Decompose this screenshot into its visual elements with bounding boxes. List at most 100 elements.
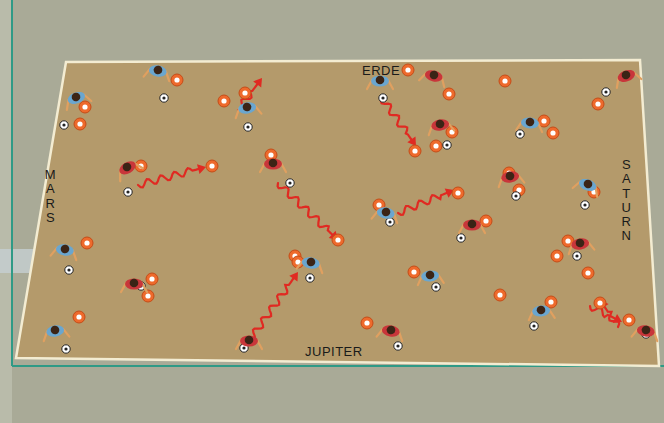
ball-patch [62, 123, 65, 126]
red-player [121, 279, 147, 293]
torso [616, 68, 637, 84]
head [505, 171, 515, 181]
torso [301, 256, 321, 270]
cone-top [82, 104, 87, 109]
torso [237, 101, 257, 115]
head [130, 279, 139, 288]
dribble-path [604, 307, 619, 327]
ball [386, 218, 394, 226]
cone-top [221, 98, 226, 103]
cone-top [76, 314, 81, 319]
zone-label: SATURN [620, 158, 633, 244]
head [468, 220, 477, 229]
ball-patch [308, 276, 311, 279]
cone-top [145, 293, 150, 298]
arrowhead [253, 78, 262, 87]
cone [594, 297, 606, 309]
cone-top [77, 121, 82, 126]
blue-player [144, 63, 172, 81]
pitch [16, 60, 659, 366]
cone [361, 317, 373, 329]
red-player [632, 323, 660, 341]
red-player [113, 157, 142, 182]
torso [240, 336, 258, 347]
head [536, 305, 545, 314]
ball-patch [126, 190, 129, 193]
torso [376, 206, 396, 220]
cone-top [483, 218, 488, 223]
torso [532, 305, 551, 318]
head [386, 325, 396, 335]
ball [62, 345, 70, 353]
red-player [260, 159, 286, 173]
head [425, 270, 434, 279]
ball [124, 188, 132, 196]
head [50, 325, 60, 335]
arrowhead [289, 272, 298, 281]
red-player [419, 67, 448, 87]
torso [45, 324, 65, 338]
ball-patch [381, 96, 384, 99]
cone [551, 250, 563, 262]
red-player [377, 323, 405, 341]
ball [573, 252, 581, 260]
cone [494, 289, 506, 301]
frame-line [11, 0, 13, 366]
torso [577, 177, 598, 193]
head [429, 70, 440, 81]
ball-patch [583, 203, 586, 206]
ball-patch [445, 143, 448, 146]
zone-label: MARS [44, 168, 57, 225]
torso [55, 243, 75, 257]
ball-patch [518, 132, 521, 135]
blue-player [51, 242, 79, 260]
cone-top [497, 292, 502, 297]
cone-top [84, 240, 89, 245]
ball-patch [434, 285, 437, 288]
cone-top [405, 67, 410, 72]
dribble-arrows [138, 78, 622, 340]
cone [443, 88, 455, 100]
torso [125, 279, 143, 290]
cone-top [585, 270, 590, 275]
cone-top [626, 317, 631, 322]
ball [60, 121, 68, 129]
ball [581, 201, 589, 209]
cone [547, 127, 559, 139]
cone [74, 118, 86, 130]
cone-top [268, 152, 273, 157]
cone [623, 314, 635, 326]
torso [636, 324, 656, 338]
ball-patch [162, 96, 165, 99]
blue-player [367, 76, 393, 90]
cone [239, 87, 251, 99]
cone-top [149, 276, 154, 281]
ball-patch [532, 324, 535, 327]
cone [79, 101, 91, 113]
cone [430, 140, 442, 152]
red-player [236, 336, 262, 350]
head [525, 117, 534, 126]
ball [512, 192, 520, 200]
blue-player [372, 205, 400, 223]
ball-patch [64, 347, 67, 350]
cone [402, 64, 414, 76]
ball-patch [575, 254, 578, 257]
ball-patch [514, 194, 517, 197]
ball-patch [288, 181, 291, 184]
cone-top [364, 320, 369, 325]
ball [286, 179, 294, 187]
torso [430, 118, 450, 132]
head [153, 65, 163, 75]
cone-top [376, 202, 381, 207]
cone [408, 266, 420, 278]
cone-top [597, 300, 602, 305]
red-player [612, 66, 641, 88]
ball-patch [459, 236, 462, 239]
cone [452, 187, 464, 199]
cone [582, 267, 594, 279]
cone-top [335, 237, 340, 242]
ball [306, 274, 314, 282]
